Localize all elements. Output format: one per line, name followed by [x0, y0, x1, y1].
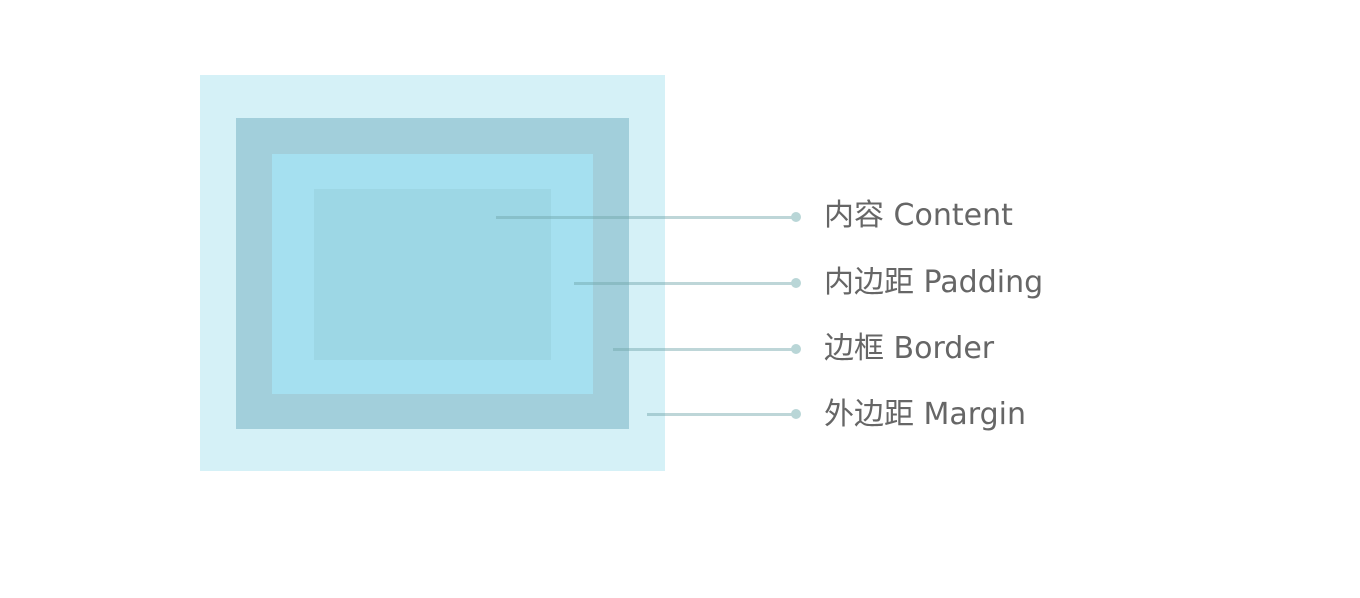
- content-label: 内容 Content: [824, 198, 1013, 233]
- content-leader-line: [496, 216, 796, 219]
- border-label: 边框 Border: [824, 331, 995, 366]
- padding-leader-dot: [791, 278, 801, 288]
- padding-leader-line: [574, 282, 796, 285]
- content-leader-dot: [791, 212, 801, 222]
- margin-leader-line: [647, 413, 796, 416]
- border-leader-dot: [791, 344, 801, 354]
- border-leader-line: [613, 348, 796, 351]
- content-area: [314, 189, 551, 360]
- margin-leader-dot: [791, 409, 801, 419]
- padding-label: 内边距 Padding: [824, 265, 1044, 300]
- margin-label: 外边距 Margin: [824, 397, 1027, 432]
